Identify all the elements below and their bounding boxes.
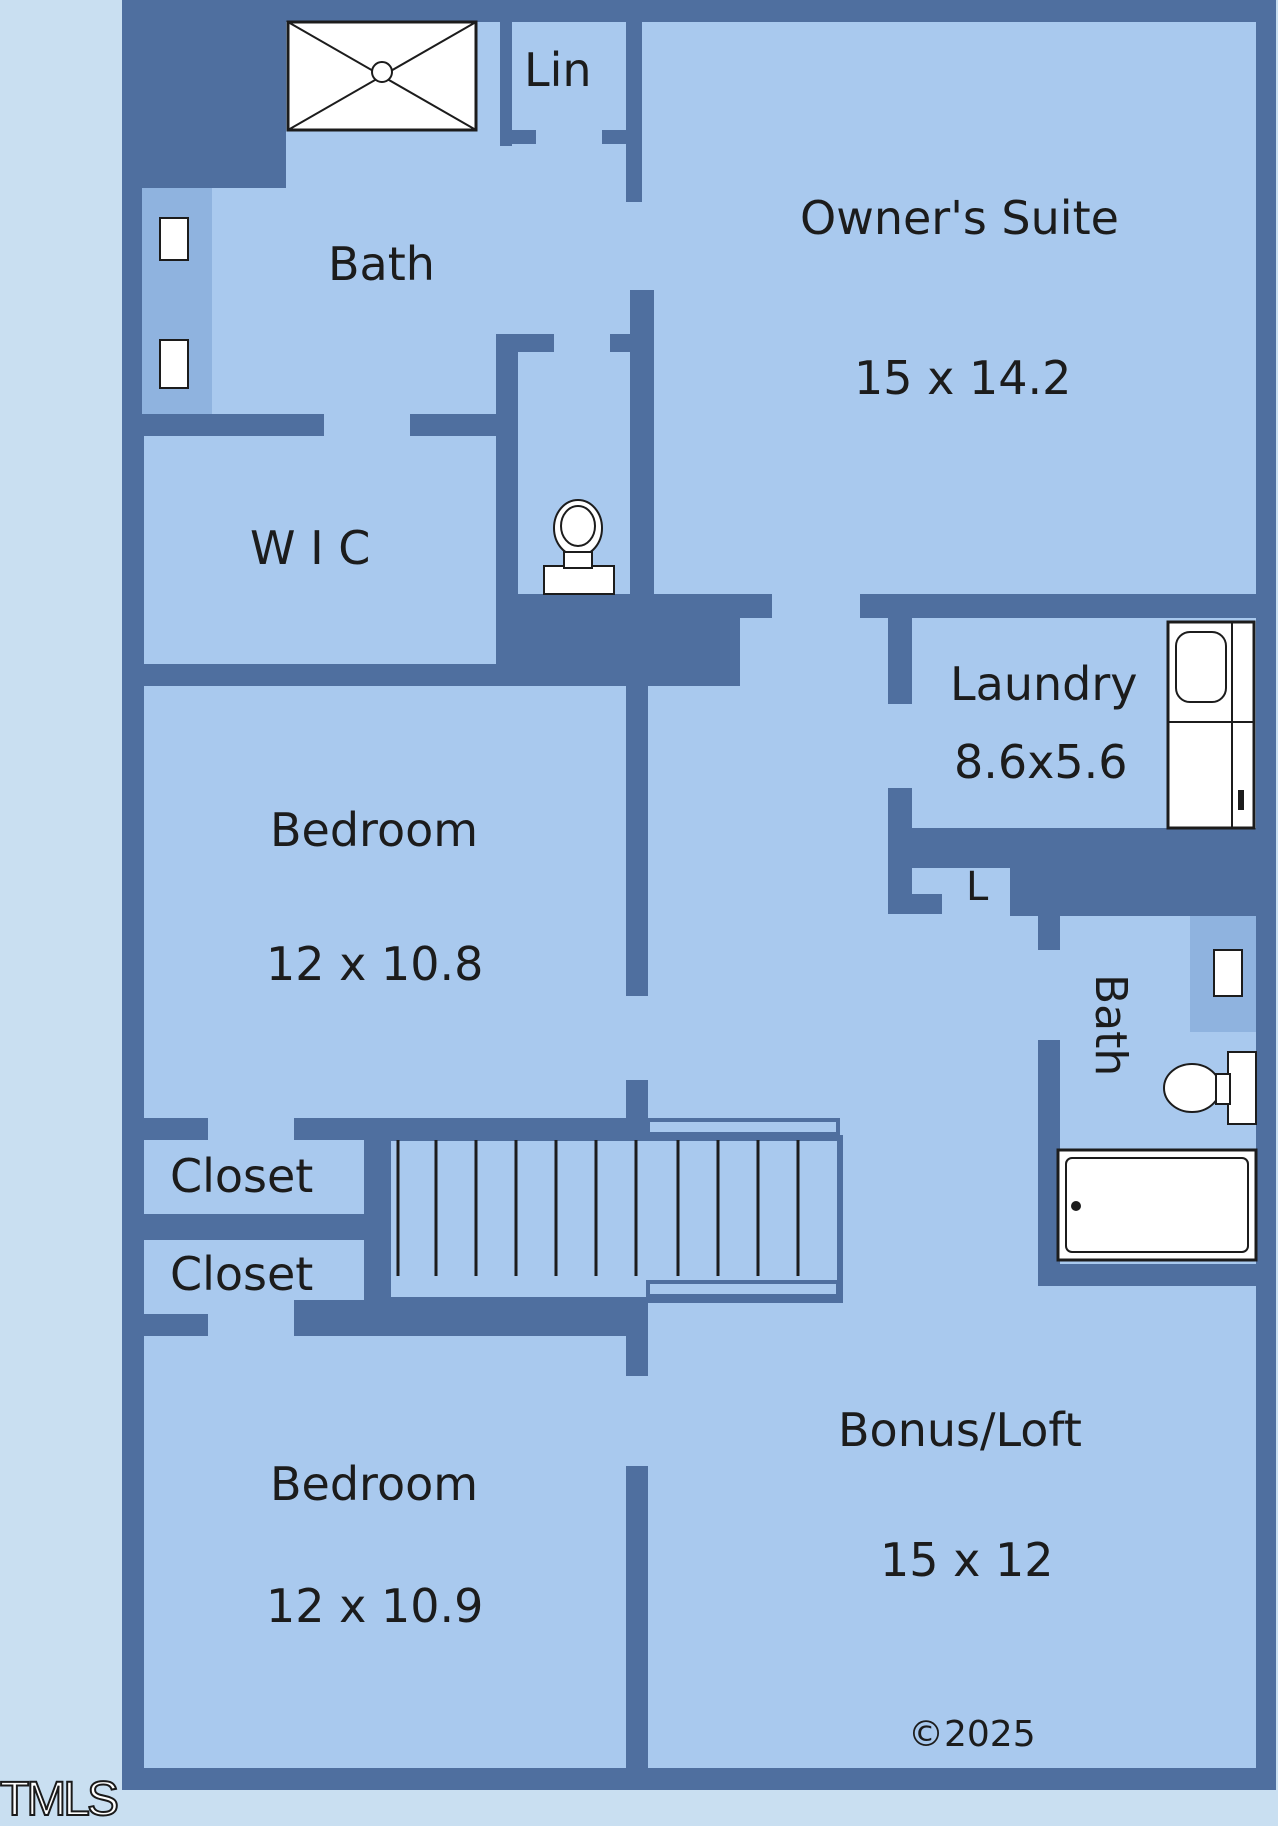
bedroom1-label: Bedroom <box>270 803 478 857</box>
washer-dryer-icon <box>1166 620 1256 830</box>
owners-suite-dims: 15 x 14.2 <box>854 351 1071 405</box>
staircase <box>385 1118 843 1303</box>
owners-suite-label: Owner's Suite <box>800 191 1119 245</box>
bonus-loft-dims: 15 x 12 <box>880 1533 1054 1587</box>
owner-bath-label: Bath <box>328 237 435 291</box>
bathtub-icon <box>1056 1148 1258 1262</box>
lin-label: Lin <box>524 43 592 97</box>
mls-watermark: TMLS <box>0 1773 120 1826</box>
wic-label: W I C <box>250 521 370 575</box>
hall-vanity <box>1190 916 1256 1032</box>
double-vanity <box>142 188 212 414</box>
hall-toilet-icon <box>1163 1051 1257 1125</box>
laundry-label: Laundry <box>950 657 1137 711</box>
hall-bath-label: Bath <box>1085 974 1136 1076</box>
owner-toilet-icon <box>543 499 615 595</box>
laundry-dims: 8.6x5.6 <box>954 735 1128 789</box>
bonus-loft-label: Bonus/Loft <box>838 1403 1082 1457</box>
bedroom1-dims: 12 x 10.8 <box>266 937 483 991</box>
closet1-label: Closet <box>170 1149 313 1203</box>
bedroom2-label: Bedroom <box>270 1457 478 1511</box>
bedroom2-dims: 12 x 10.9 <box>266 1579 483 1633</box>
room-labels: Lin Bath Owner's Suite 15 x 14.2 W I C L… <box>170 43 1137 1755</box>
linen-l-label: L <box>966 864 989 910</box>
copyright-text: ©2025 <box>908 1714 1036 1755</box>
closet2-label: Closet <box>170 1247 313 1301</box>
exterior-walls <box>122 0 1276 1790</box>
interior-walls <box>144 22 1260 1780</box>
shower-fixture <box>286 20 478 132</box>
